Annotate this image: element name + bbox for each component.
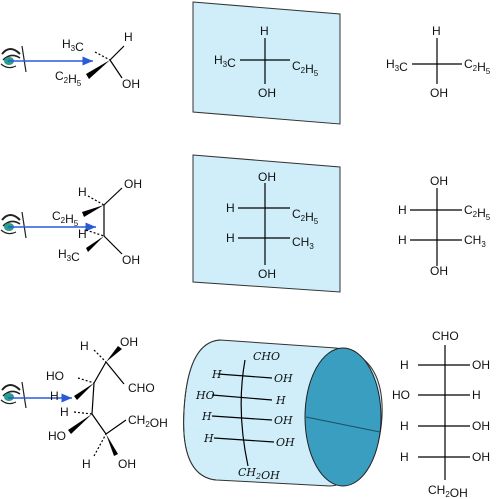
label-h: H xyxy=(124,30,133,44)
fischer-projection-row1: H H3C C2H5 OH xyxy=(386,24,491,100)
label-h: H xyxy=(472,388,481,402)
label-c2h5: C2H5 xyxy=(464,57,491,76)
label-h: H xyxy=(400,358,409,372)
label-h: H xyxy=(82,457,91,471)
label-oh: OH xyxy=(258,170,276,184)
label-c2h5: C2H5 xyxy=(292,207,319,226)
label-ho: HO xyxy=(48,429,66,443)
eye-icon xyxy=(0,45,27,73)
label-h: H xyxy=(60,405,69,419)
projection-cylinder xyxy=(183,339,383,487)
label-oh: OH xyxy=(258,267,276,281)
fischer-projection-row2: OH H C2H5 H CH3 OH xyxy=(398,174,491,278)
label-oh: OH xyxy=(430,174,448,188)
label-h3c: H3C xyxy=(214,53,236,70)
label-h: H xyxy=(50,389,59,403)
label-ch3: CH3 xyxy=(464,233,486,249)
label-oh: OH xyxy=(258,86,276,100)
label-oh: OH xyxy=(430,86,448,100)
row3: H OH HO CHO H H HO CH2OH H OH CHO H OH xyxy=(0,329,490,499)
label-ho: HO xyxy=(392,388,410,402)
label-h3c: H3C xyxy=(58,247,80,264)
label-cho: CHO xyxy=(128,381,155,395)
label-oh: OH xyxy=(122,77,140,91)
label-h: H xyxy=(398,233,407,247)
label-h3c: H3C xyxy=(62,37,84,54)
projection-plane-row2 xyxy=(192,154,341,293)
fischer-projection-row3: CHO H OH HO H H OH H OH CH2OH xyxy=(392,329,490,499)
label-oh: OH xyxy=(472,358,490,372)
eye-icon xyxy=(0,381,27,409)
label-oh: OH xyxy=(472,450,490,464)
label-ch2oh: CH2OH xyxy=(128,413,168,430)
label-oh: OH xyxy=(274,372,293,385)
label-h: H xyxy=(260,24,269,38)
label-ch2oh: CH2OH xyxy=(238,466,280,482)
label-ch3: CH3 xyxy=(292,235,314,251)
label-h: H xyxy=(226,201,235,215)
label-h: H xyxy=(211,368,222,381)
label-h: H xyxy=(203,432,214,445)
label-h: H xyxy=(78,227,87,241)
label-oh: OH xyxy=(430,264,448,278)
label-cho: CHO xyxy=(432,329,459,343)
label-h3c: H3C xyxy=(386,57,408,74)
label-c2h5: C2H5 xyxy=(55,69,82,88)
label-h: H xyxy=(400,450,409,464)
label-oh: OH xyxy=(124,177,142,191)
label-oh: OH xyxy=(118,457,136,471)
label-h: H xyxy=(398,203,407,217)
label-h: H xyxy=(201,410,212,423)
label-c2h5: C2H5 xyxy=(464,203,491,222)
label-oh: OH xyxy=(120,335,138,349)
molecule-3d-row1: H3C H C2H5 OH xyxy=(55,30,140,91)
label-h: H xyxy=(78,185,87,199)
label-c2h5: C2H5 xyxy=(52,209,79,228)
label-h: H xyxy=(226,231,235,245)
label-h: H xyxy=(80,339,89,353)
row1: H3C H C2H5 OH H H3C C2H5 OH H H3C C2H5 O… xyxy=(0,1,491,125)
label-oh: OH xyxy=(274,414,293,427)
row2: OH H C2H5 H H3C OH OH H C2H5 H CH3 OH OH… xyxy=(0,154,491,293)
plane-projection-row2: OH H C2H5 H CH3 OH xyxy=(226,170,319,281)
label-oh: OH xyxy=(276,436,295,449)
cylinder-projection: CHO H OH HO H H OH H OH CH2OH xyxy=(195,350,295,482)
label-h: H xyxy=(275,394,286,407)
molecule-3d-row2: OH H C2H5 H H3C OH xyxy=(52,177,142,267)
plane-projection-row1: H H3C C2H5 OH xyxy=(214,24,319,100)
label-h: H xyxy=(432,24,441,38)
label-ho: HO xyxy=(46,369,64,383)
projection-plane-row1 xyxy=(192,1,341,125)
label-ho: HO xyxy=(195,389,215,402)
molecule-3d-row3: H OH HO CHO H H HO CH2OH H OH xyxy=(46,335,168,471)
label-oh: OH xyxy=(472,419,490,433)
label-oh: OH xyxy=(122,253,140,267)
eye-icon xyxy=(0,211,27,239)
label-ch2oh: CH2OH xyxy=(428,483,468,499)
label-c2h5: C2H5 xyxy=(292,59,319,78)
label-h: H xyxy=(400,419,409,433)
cylinder-end-cap xyxy=(304,347,382,487)
label-cho: CHO xyxy=(253,350,280,363)
